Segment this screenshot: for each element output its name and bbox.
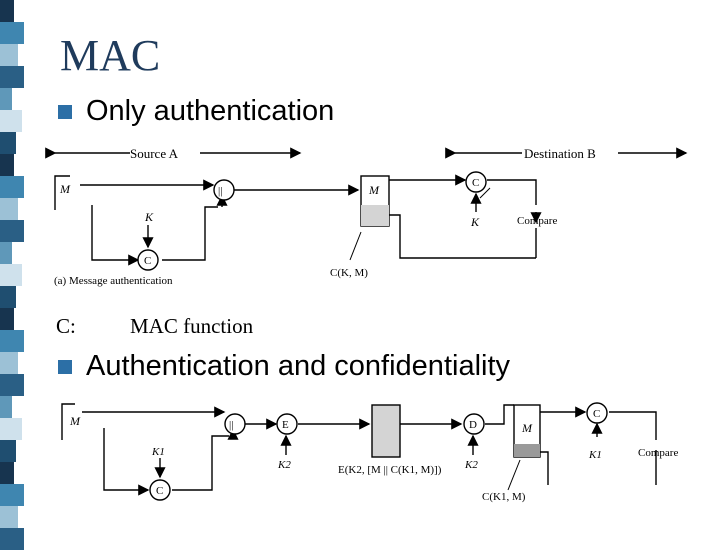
stripe-block: [0, 22, 24, 44]
stripe-block: [0, 352, 18, 374]
stripe-block: [0, 462, 14, 484]
stripe-block: [0, 374, 24, 396]
stripe-block: [0, 176, 24, 198]
stripe-block: [0, 440, 16, 462]
diagram-authentication-confidentiality: [61, 403, 657, 496]
mac-node-right: [465, 171, 487, 193]
bullet-label: Authentication and confidentiality: [86, 350, 511, 382]
ck1m-label: C(K1, M): [482, 491, 526, 503]
destination-label: Destination B: [524, 146, 596, 161]
stripe-block: [0, 44, 18, 66]
c-symbol-2-left: C: [156, 485, 163, 497]
d-symbol: D: [469, 419, 477, 431]
mac-node-left: [137, 249, 159, 271]
concat-symbol-left: ||: [218, 185, 222, 197]
k1-label-left: K1: [151, 446, 165, 458]
c-symbol-label: C:: [56, 314, 76, 338]
c-symbol-right: C: [472, 177, 479, 189]
encrypt-node: [276, 413, 298, 435]
mac-node-2-left: [149, 479, 171, 501]
bullet-label: Only authentication: [86, 95, 335, 127]
bullet-authentication-confidentiality: Authentication and confidentiality: [58, 350, 510, 383]
decrypt-node: [463, 413, 485, 435]
c-symbol-left: C: [144, 255, 151, 267]
diagram-message-authentication: [45, 147, 688, 266]
stripe-block: [0, 0, 14, 22]
e-symbol: E: [282, 419, 289, 431]
stripe-block: [0, 110, 22, 132]
source-label: Source A: [130, 146, 179, 161]
stripe-block: [0, 88, 12, 110]
k2-label-left: K2: [277, 459, 291, 471]
stripe-block: [0, 308, 14, 330]
square-bullet-icon: [58, 359, 72, 374]
c-description: MAC function: [130, 314, 254, 338]
stripe-block: [0, 154, 14, 176]
stripe-block: [0, 484, 24, 506]
compare-label-2: Compare: [638, 447, 678, 459]
encrypted-label: E(K2, [M || C(K1, M)]): [338, 464, 442, 476]
decorative-side-stripe: [0, 0, 28, 550]
slide-title: MAC: [60, 31, 161, 80]
stripe-block: [0, 220, 24, 242]
c-symbol-2-right: C: [593, 408, 600, 420]
k-label-left: K: [144, 210, 154, 224]
stripe-block: [0, 264, 22, 286]
bullet-only-authentication: Only authentication: [58, 95, 334, 128]
m-label-2-left: M: [69, 414, 81, 428]
stripe-block: [0, 286, 16, 308]
m-label-right: M: [368, 183, 380, 197]
stripe-block: [0, 418, 22, 440]
k-label-right: K: [470, 215, 480, 229]
caption-message-authentication: (a) Message authentication: [54, 275, 173, 287]
concat-node-left: [213, 179, 235, 201]
stripe-block: [0, 506, 18, 528]
compare-label: Compare: [517, 215, 557, 227]
stripe-block: [0, 396, 12, 418]
stripe-block: [0, 242, 12, 264]
m-label-left: M: [59, 182, 71, 196]
stripe-block: [0, 198, 18, 220]
stripe-block: [0, 66, 24, 88]
stripe-block: [0, 132, 16, 154]
concat-node-2: [224, 413, 246, 435]
stripe-block: [0, 330, 24, 352]
k1-label-right: K1: [588, 449, 602, 461]
k2-label-right: K2: [464, 459, 478, 471]
concat-symbol-2: ||: [229, 419, 233, 431]
m-label-2-right: M: [521, 421, 533, 435]
square-bullet-icon: [58, 104, 72, 119]
ckm-label: C(K, M): [330, 267, 368, 279]
mac-node-2-right: [586, 402, 608, 424]
